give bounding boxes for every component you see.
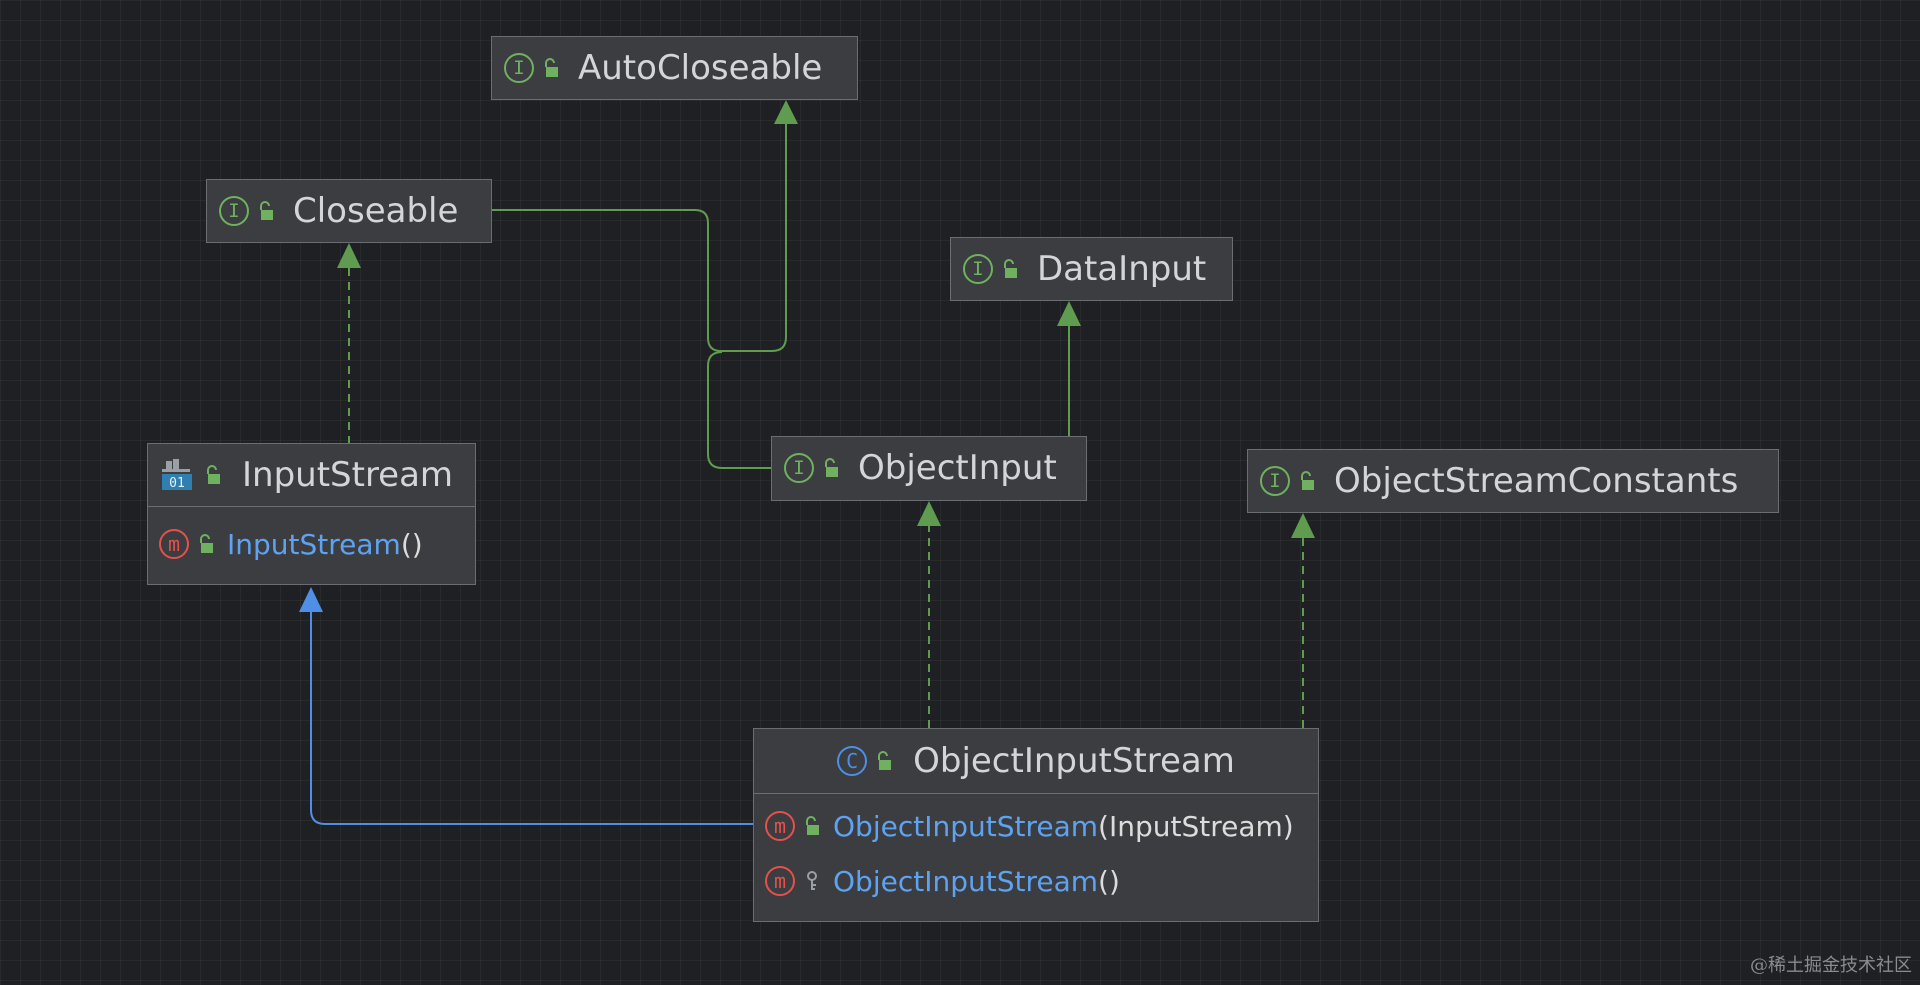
member-separator [754, 793, 1318, 794]
arrowhead-datainput [1057, 301, 1081, 326]
node-datainput[interactable]: I DataInput [950, 237, 1233, 301]
method-icon: m [159, 529, 189, 559]
svg-text:01: 01 [169, 476, 185, 491]
edge-closeable-autocloseable [491, 122, 787, 352]
open-lock-icon [207, 465, 220, 484]
member-params: () [400, 527, 423, 561]
member-separator [148, 506, 475, 507]
member-name: InputStream [227, 527, 401, 561]
node-title: InputStream [242, 455, 454, 495]
open-lock-icon [545, 58, 558, 77]
member-row[interactable]: m InputStream() [148, 507, 475, 581]
member-params: (InputStream) [1098, 809, 1294, 843]
interface-icon: I [219, 196, 249, 226]
node-objectstreamconstants[interactable]: I ObjectStreamConstants [1247, 449, 1779, 513]
node-objectinput[interactable]: I ObjectInput [771, 436, 1087, 501]
node-title: ObjectStreamConstants [1334, 461, 1739, 501]
member-row[interactable]: m ObjectInputStream(InputStream) [754, 794, 1318, 858]
abstract-class-icon: 01 [162, 459, 192, 491]
interface-icon: I [784, 453, 814, 483]
arrowhead-objectinput [917, 501, 941, 526]
member-name: ObjectInputStream [833, 809, 1099, 843]
member-name: ObjectInputStream [833, 864, 1099, 898]
node-title: ObjectInput [858, 448, 1057, 488]
arrowhead-inputstream [299, 587, 323, 612]
node-title: AutoCloseable [578, 48, 823, 88]
open-lock-icon [260, 201, 273, 220]
node-autocloseable[interactable]: I AutoCloseable [491, 36, 858, 100]
watermark: @稀土掘金技术社区 [1750, 955, 1912, 976]
node-title: ObjectInputStream [913, 741, 1235, 781]
class-icon: C [837, 746, 868, 776]
open-lock-icon [1004, 259, 1017, 278]
interface-icon: I [1260, 466, 1290, 496]
interface-icon: I [963, 254, 993, 284]
arrowhead-objectstreamconstants [1291, 513, 1315, 538]
arrowhead-autocloseable [774, 100, 798, 124]
node-closeable[interactable]: I Closeable [206, 179, 492, 243]
method-icon: m [765, 866, 795, 896]
open-lock-icon [825, 458, 838, 477]
node-title: Closeable [293, 191, 459, 231]
key-icon [807, 871, 817, 890]
open-lock-icon [1301, 471, 1314, 490]
interface-icon: I [504, 53, 534, 83]
edge-objectinput-autocloseable [707, 351, 771, 469]
open-lock-icon [806, 816, 819, 835]
node-inputstream[interactable]: 01 InputStream m InputStream() [147, 443, 476, 585]
node-objectinputstream[interactable]: C ObjectInputStream m ObjectInputStream(… [753, 728, 1319, 922]
member-row[interactable]: m ObjectInputStream() [754, 858, 1318, 904]
edge-ois-inputstream [310, 610, 753, 825]
open-lock-icon [878, 751, 892, 770]
member-params: () [1098, 864, 1120, 898]
method-icon: m [765, 811, 795, 841]
open-lock-icon [200, 534, 213, 553]
arrowhead-closeable [337, 243, 361, 268]
node-title: DataInput [1037, 249, 1207, 289]
